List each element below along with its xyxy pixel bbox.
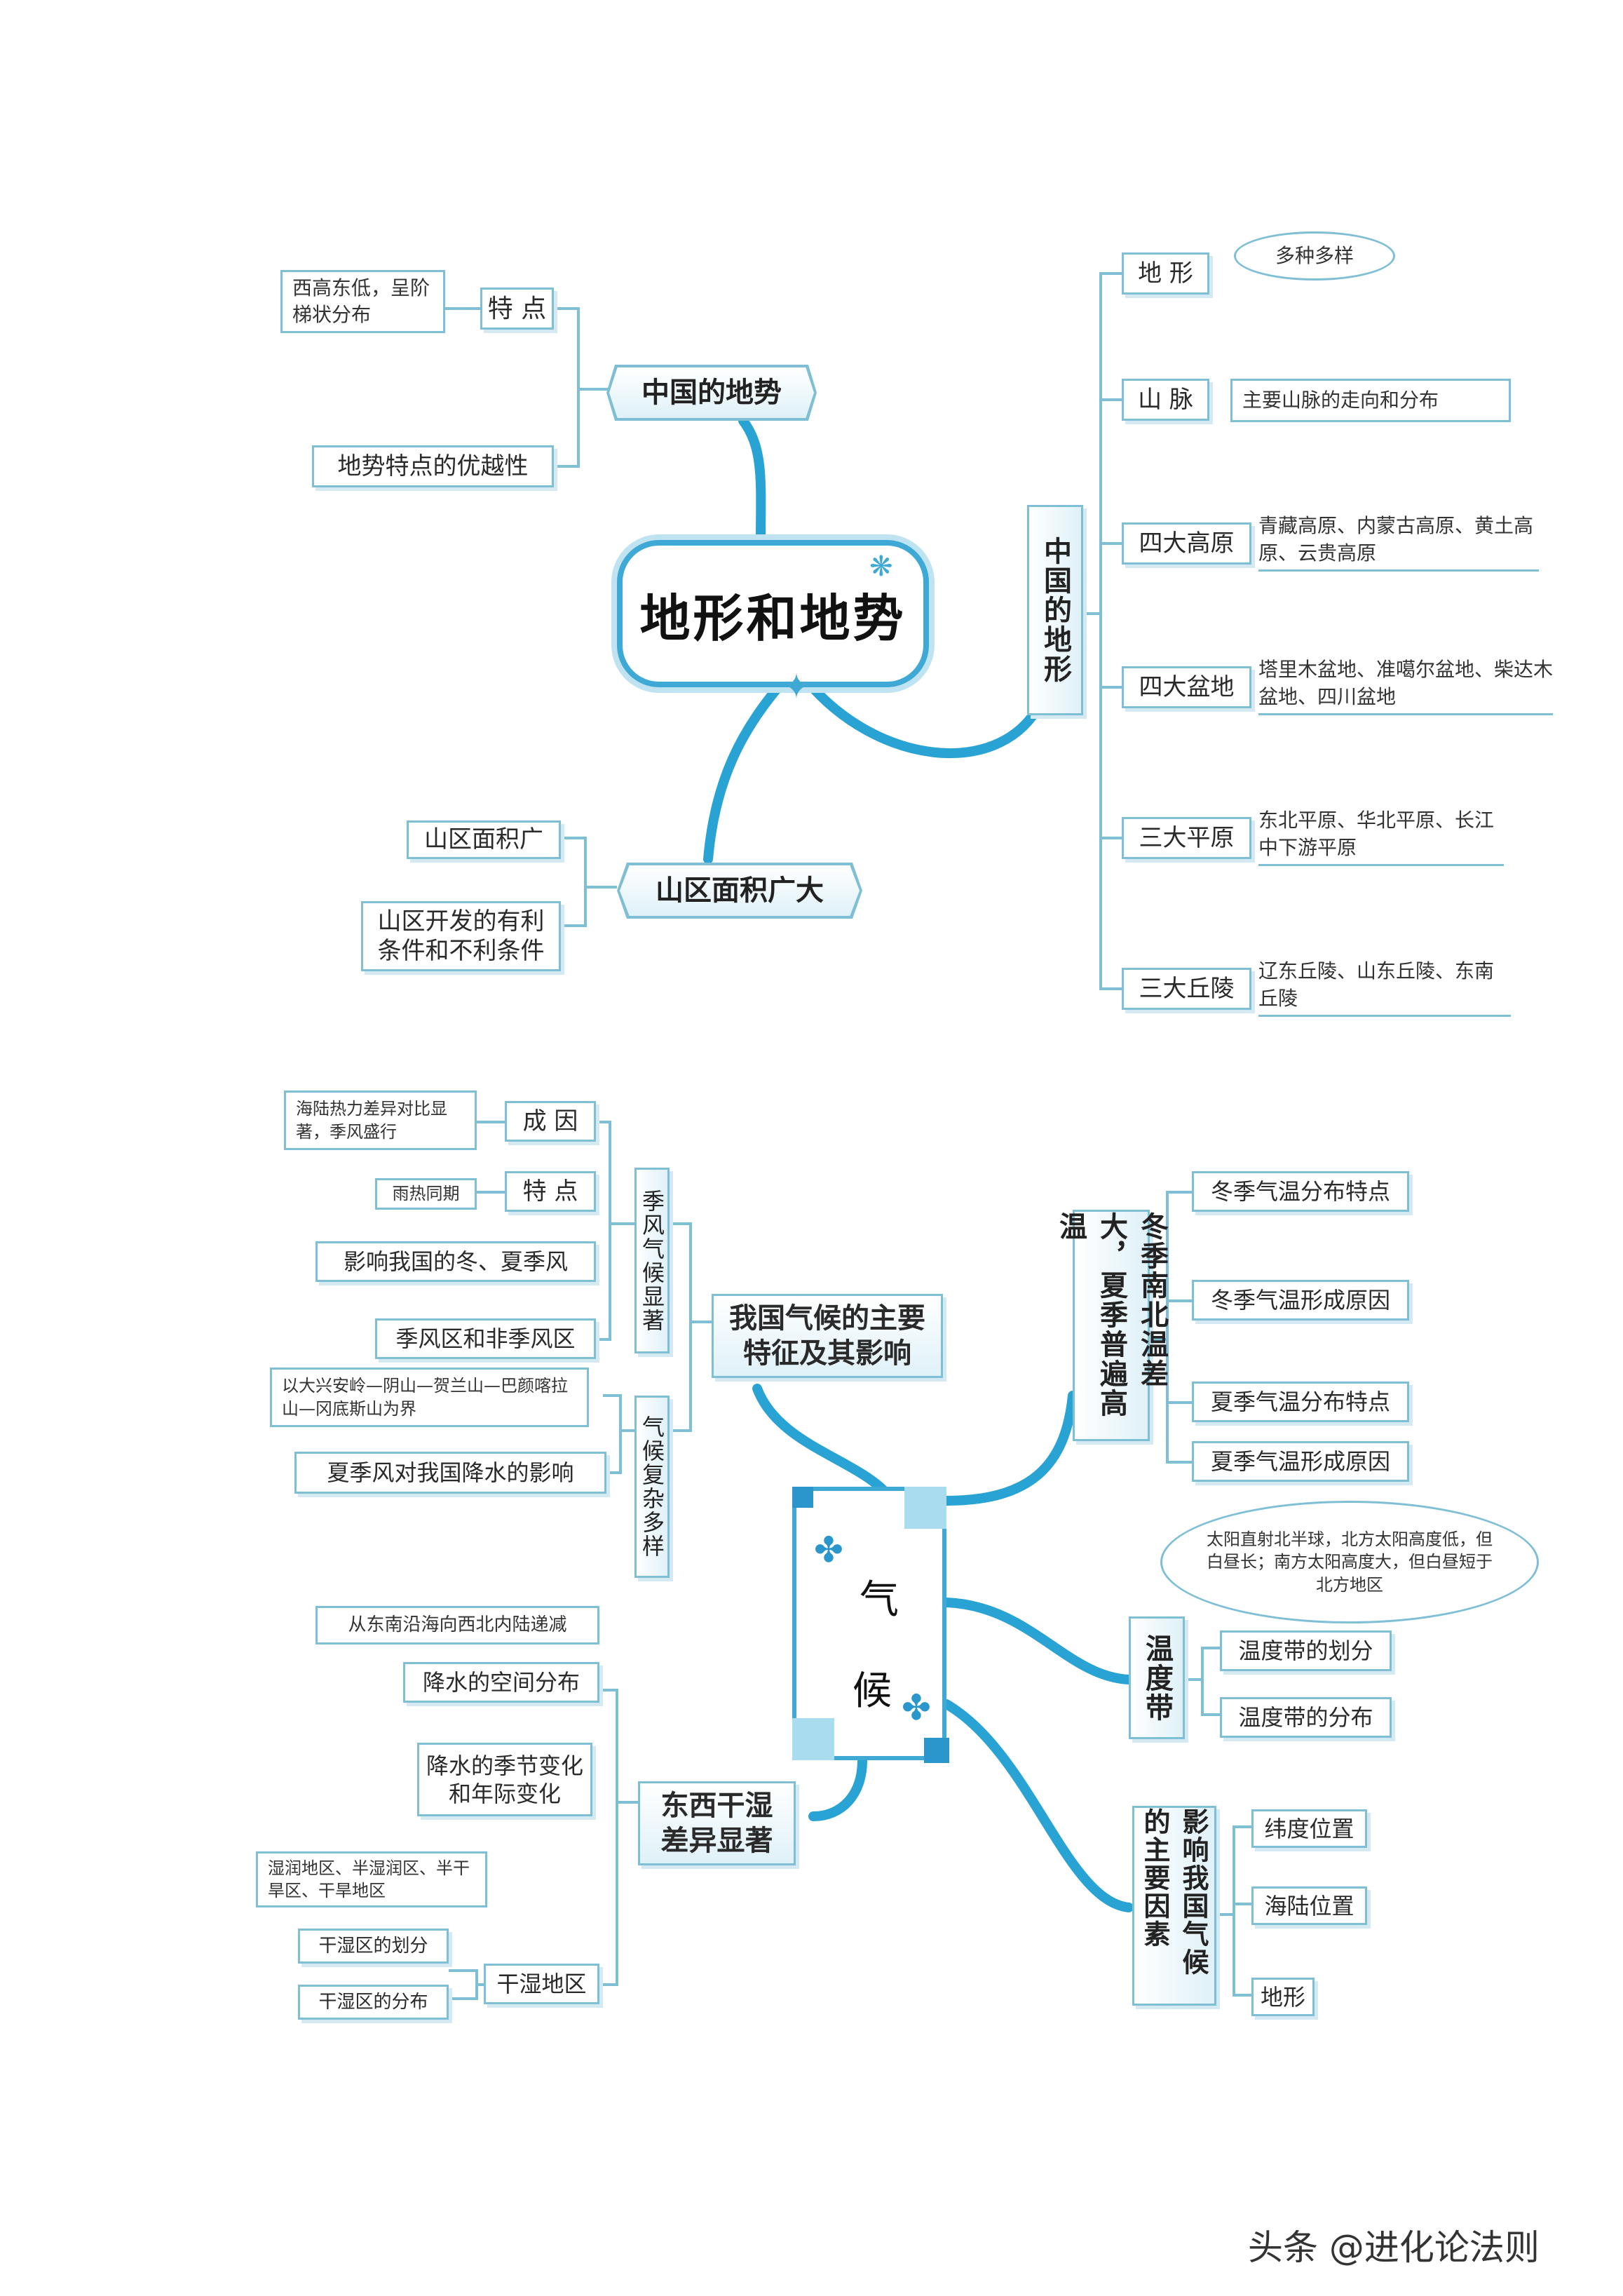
climate-char-2: 候 bbox=[853, 1668, 892, 1714]
pinwheel-icon: ✤ bbox=[902, 1687, 931, 1728]
dry-wet-spatial-note: 从东南沿海向西北内陆递减 bbox=[315, 1606, 599, 1645]
landform-row-1-name: 地 形 bbox=[1122, 252, 1209, 295]
node-dry-wet: 东西干湿差异显著 bbox=[638, 1781, 796, 1865]
center-node-landform: 地形和地势 bbox=[617, 540, 929, 687]
trend-advantage: 地势特点的优越性 bbox=[312, 445, 554, 487]
corner-square-icon bbox=[792, 1718, 834, 1760]
landform-row-2-name: 山 脉 bbox=[1122, 379, 1209, 421]
belt-division: 温度带的划分 bbox=[1220, 1630, 1392, 1671]
corner-square-icon bbox=[792, 1487, 813, 1508]
landform-row-2-note: 主要山脉的走向和分布 bbox=[1230, 379, 1511, 422]
factor-sea-land: 海陆位置 bbox=[1251, 1886, 1367, 1925]
mountain-item-2: 山区开发的有利条件和不利条件 bbox=[361, 901, 561, 971]
factor-latitude: 纬度位置 bbox=[1251, 1809, 1367, 1848]
summer-temp-dist: 夏季气温分布特点 bbox=[1192, 1382, 1409, 1422]
pinwheel-icon: ✤ bbox=[814, 1529, 843, 1570]
landform-row-5-name: 三大平原 bbox=[1122, 817, 1251, 859]
monsoon-zone-note: 以大兴安岭—阴山—贺兰山—巴颜喀拉山—冈底斯山为界 bbox=[270, 1368, 589, 1427]
center-node-climate: ✤ ✤ 气 候 bbox=[792, 1487, 949, 1763]
node-monsoon: 季风气候显著 bbox=[634, 1168, 670, 1353]
star-icon: ✦ bbox=[782, 666, 811, 707]
summer-temp-note: 太阳直射北半球，北方太阳高度低，但白昼长；南方太阳高度大，但白昼短于北方地区 bbox=[1160, 1501, 1539, 1623]
landform-row-5-note: 东北平原、华北平原、长江中下游平原 bbox=[1258, 806, 1504, 867]
landform-row-3-note: 青藏高原、内蒙古高原、黄土高原、云贵高原 bbox=[1258, 512, 1539, 572]
landform-row-4-name: 四大盆地 bbox=[1122, 666, 1251, 708]
dry-wet-seasonal: 降水的季节变化和年际变化 bbox=[417, 1743, 592, 1816]
node-landform-china: 中国的地形 bbox=[1027, 505, 1083, 715]
landform-row-6-name: 三大丘陵 bbox=[1122, 968, 1251, 1010]
dry-wet-spatial: 降水的空间分布 bbox=[403, 1662, 599, 1703]
factor-terrain: 地形 bbox=[1251, 1978, 1315, 2016]
node-mountain-area: 山区面积广大 bbox=[620, 865, 860, 916]
node-temperature: 冬季南北温差大，夏季普遍高温 bbox=[1054, 1210, 1168, 1441]
node-complex: 气候复杂多样 bbox=[634, 1396, 670, 1578]
corner-square-icon bbox=[924, 1738, 949, 1763]
watermark-text: 头条 @进化论法则 bbox=[1248, 2227, 1540, 2268]
node-climate-factors: 影响我国气候的主要因素 bbox=[1132, 1806, 1216, 2006]
landform-row-1-note: 多种多样 bbox=[1234, 231, 1395, 281]
summer-rain-influence: 夏季风对我国降水的影响 bbox=[294, 1452, 606, 1494]
monsoon-trait: 特 点 bbox=[505, 1171, 596, 1212]
dry-wet-distribution: 干湿区的分布 bbox=[298, 1985, 449, 2020]
node-temperature-belt: 温度带 bbox=[1129, 1616, 1185, 1739]
node-main-feature: 我国气候的主要特征及其影响 bbox=[712, 1294, 943, 1378]
monsoon-influence: 影响我国的冬、夏季风 bbox=[315, 1241, 596, 1282]
landform-row-4-note: 塔里木盆地、准噶尔盆地、柴达木盆地、四川盆地 bbox=[1258, 656, 1553, 716]
monsoon-trait-note: 雨热同期 bbox=[375, 1178, 477, 1210]
monsoon-zone: 季风区和非季风区 bbox=[375, 1318, 596, 1359]
dry-wet-division-note: 湿润地区、半湿润区、半干旱区、干旱地区 bbox=[256, 1851, 487, 1907]
summer-temp-cause: 夏季气温形成原因 bbox=[1192, 1441, 1409, 1482]
corner-square-icon bbox=[904, 1487, 946, 1529]
monsoon-cause-note: 海陆热力差异对比显著，季风盛行 bbox=[284, 1090, 477, 1150]
landform-row-6-note: 辽东丘陵、山东丘陵、东南丘陵 bbox=[1258, 957, 1511, 1018]
snowflake-icon: ❋ bbox=[869, 551, 893, 583]
dry-wet-region: 干湿地区 bbox=[484, 1964, 599, 2004]
mountain-item-1: 山区面积广 bbox=[407, 821, 561, 859]
belt-distribution: 温度带的分布 bbox=[1220, 1697, 1392, 1738]
node-terrain-trend: 中国的地势 bbox=[609, 367, 814, 418]
winter-temp-dist: 冬季气温分布特点 bbox=[1192, 1171, 1409, 1212]
trend-feature: 特 点 bbox=[480, 288, 554, 330]
dry-wet-division: 干湿区的划分 bbox=[298, 1929, 449, 1964]
monsoon-cause: 成 因 bbox=[505, 1101, 596, 1142]
winter-temp-cause: 冬季气温形成原因 bbox=[1192, 1280, 1409, 1321]
landform-row-3-name: 四大高原 bbox=[1122, 522, 1251, 565]
climate-char-1: 气 bbox=[860, 1577, 899, 1623]
trend-feature-note: 西高东低，呈阶梯状分布 bbox=[280, 270, 445, 333]
